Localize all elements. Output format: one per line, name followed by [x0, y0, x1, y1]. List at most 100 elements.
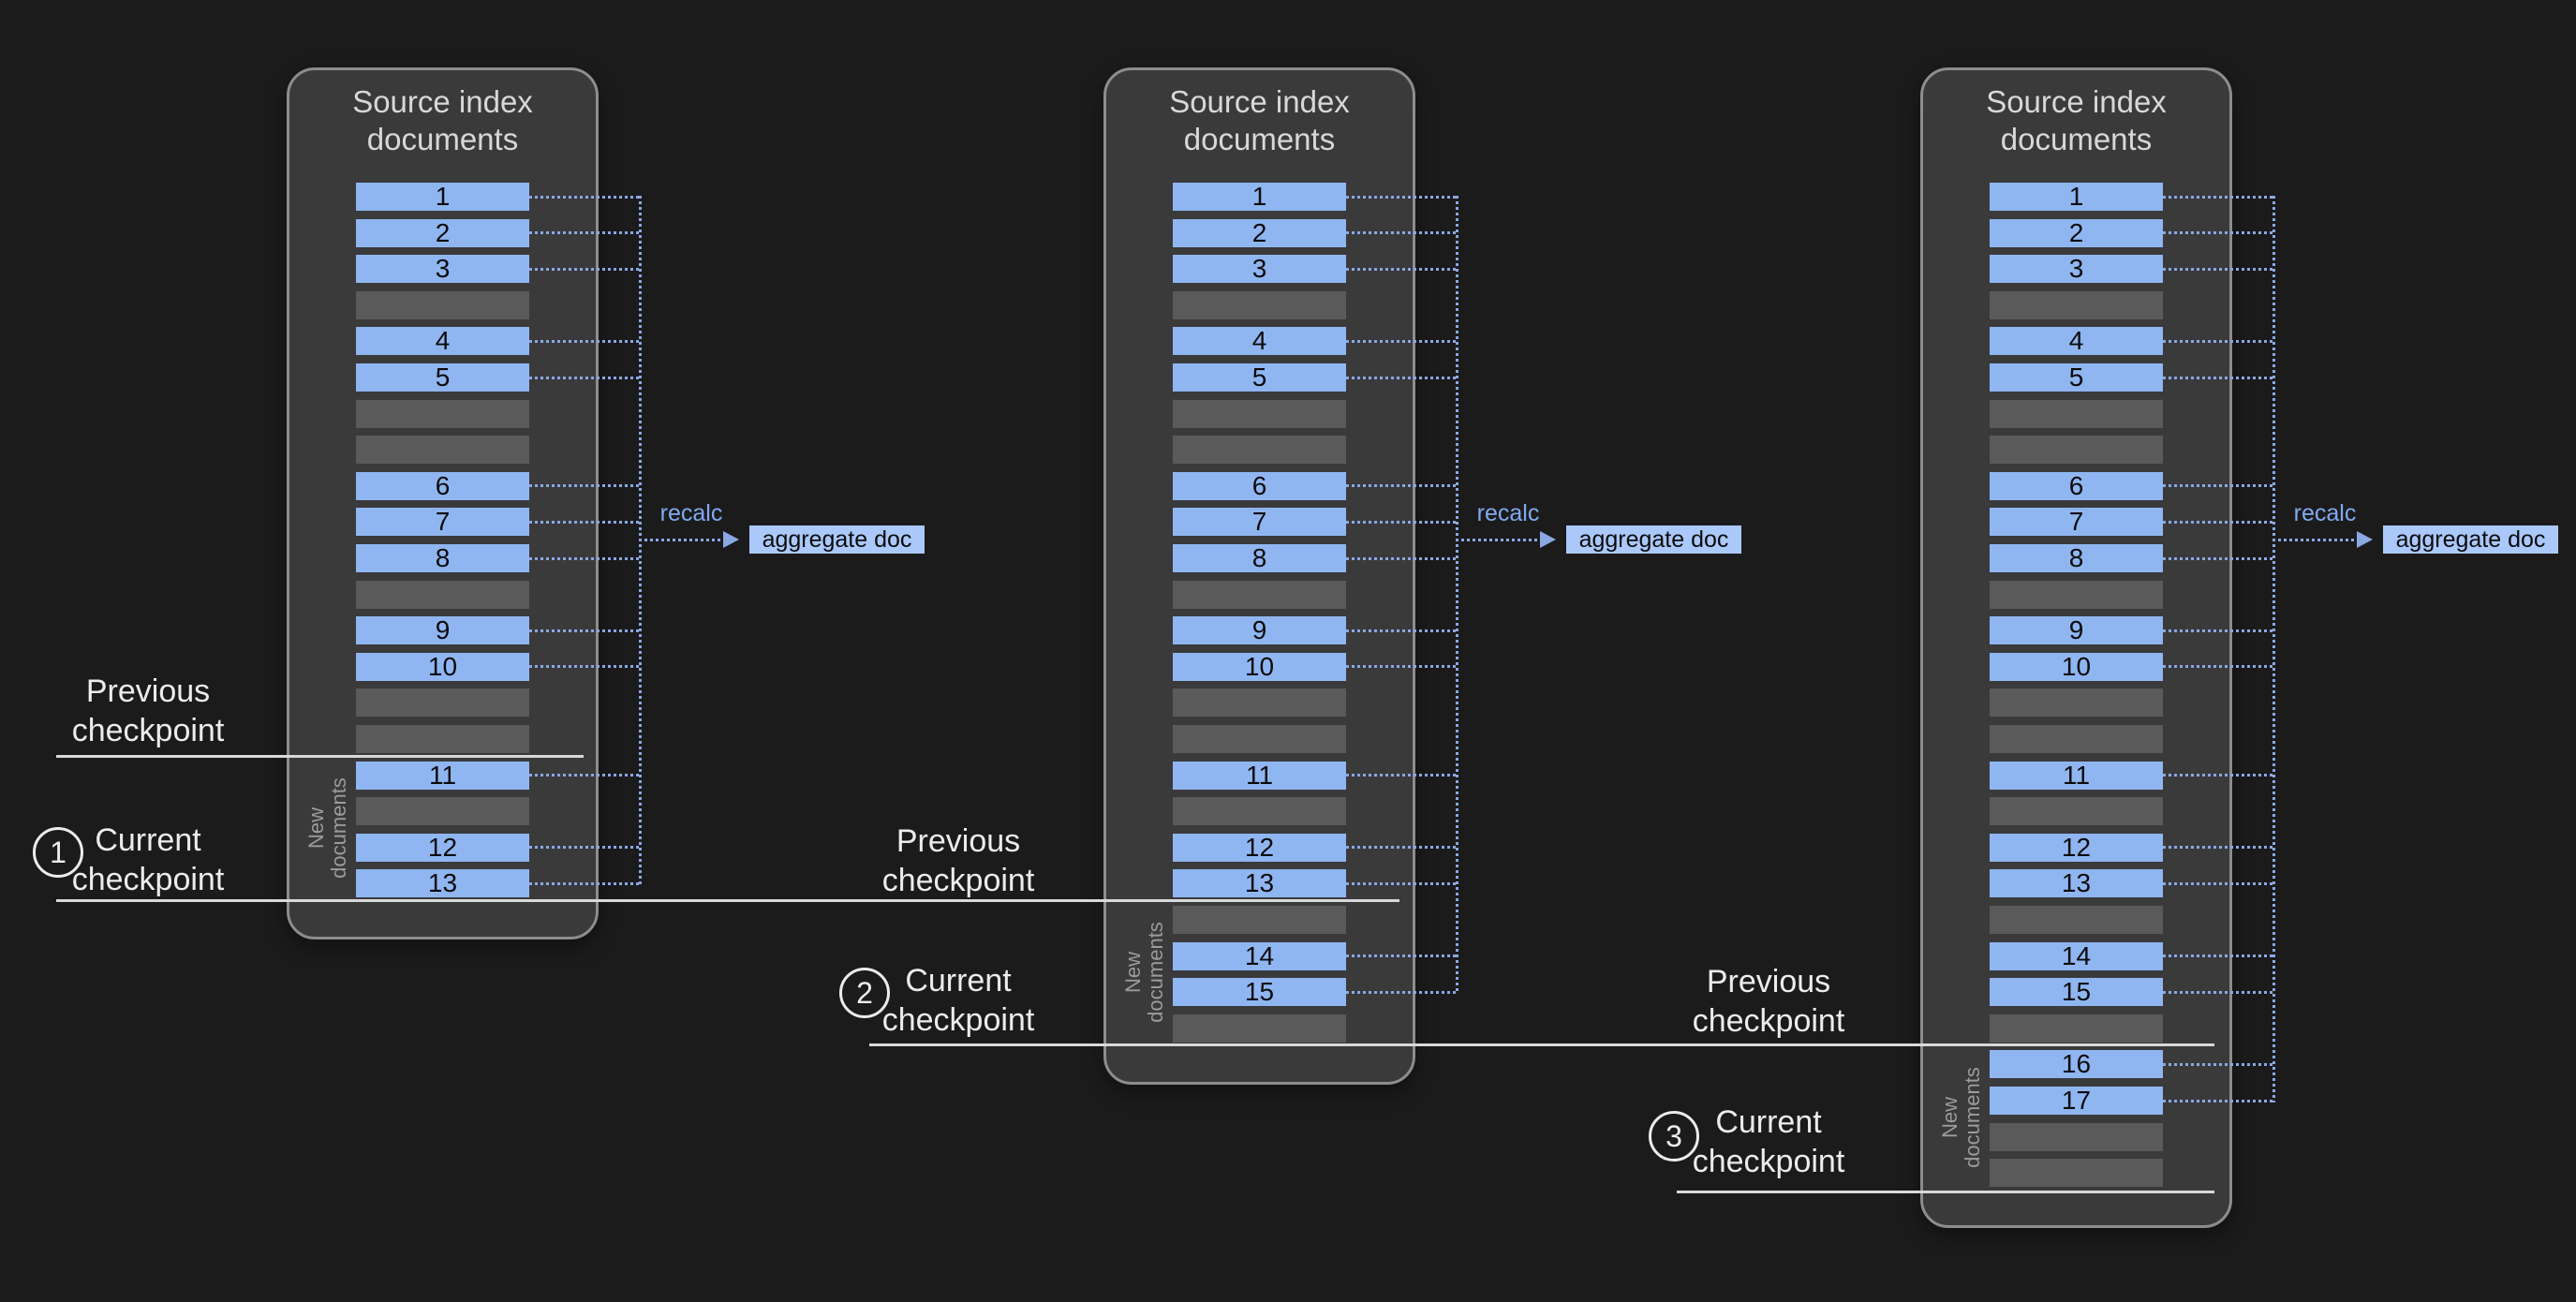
previous-checkpoint-label-line: checkpoint	[1692, 1003, 1845, 1039]
document-connector-line	[2163, 231, 2273, 235]
document-row: 11	[1173, 761, 1346, 790]
document-connector-line	[1346, 846, 1456, 850]
document-connector-line	[1346, 267, 1456, 271]
empty-row	[1173, 688, 1346, 718]
empty-row	[1990, 906, 2163, 934]
empty-row	[1990, 725, 2163, 753]
document-row: 11	[1990, 761, 2163, 790]
current-checkpoint-label-line: Current	[95, 822, 201, 858]
empty-row	[1990, 399, 2163, 428]
previous-checkpoint-label-line: checkpoint	[71, 713, 225, 748]
document-connector-line	[2163, 1099, 2273, 1102]
document-row: 3	[1173, 255, 1346, 284]
document-row: 7	[356, 508, 529, 537]
panel-title-line: documents	[1183, 122, 1336, 156]
document-row: 8	[1990, 544, 2163, 572]
document-row: 5	[356, 363, 529, 392]
document-row: 4	[356, 327, 529, 356]
empty-row	[1173, 399, 1346, 428]
document-connector-line	[2163, 484, 2273, 488]
document-row: 5	[1173, 363, 1346, 392]
document-connector-line	[529, 376, 639, 379]
new-documents-label-line: documents	[1961, 1067, 1984, 1168]
empty-row	[1173, 580, 1346, 609]
checkpoint-line	[56, 899, 1399, 902]
document-row: 1	[1990, 183, 2163, 211]
document-row: 13	[356, 869, 529, 898]
connector-bracket	[2273, 195, 2275, 1102]
document-row: 2	[1990, 218, 2163, 247]
document-connector-line	[529, 195, 639, 199]
document-connector-line	[1346, 954, 1456, 958]
document-row: 3	[1990, 255, 2163, 284]
document-row: 2	[1173, 218, 1346, 247]
new-documents-label-line: New	[1121, 952, 1145, 994]
document-connector-line	[2163, 339, 2273, 343]
panel-title-line: Source index	[352, 84, 533, 119]
previous-checkpoint-label-line: Previous	[896, 823, 1021, 859]
document-connector-line	[1346, 484, 1456, 488]
document-connector-line	[1346, 629, 1456, 632]
document-connector-line	[529, 520, 639, 524]
new-documents-label-line: documents	[327, 777, 350, 879]
empty-row	[356, 436, 529, 465]
document-connector-line	[529, 629, 639, 632]
document-connector-line	[2163, 1062, 2273, 1066]
document-row: 11	[356, 761, 529, 790]
document-connector-line	[2163, 376, 2273, 379]
document-row: 2	[356, 218, 529, 247]
document-connector-line	[1346, 195, 1456, 199]
empty-row	[356, 580, 529, 609]
document-row: 9	[1173, 616, 1346, 645]
document-row: 5	[1990, 363, 2163, 392]
current-checkpoint-label-line: Current	[1715, 1104, 1822, 1140]
document-connector-line	[1346, 881, 1456, 885]
previous-checkpoint-label-line: Previous	[85, 673, 211, 709]
document-row: 8	[1173, 544, 1346, 572]
checkpoint-line	[1677, 1191, 2214, 1193]
new-documents-label-line: New	[1938, 1097, 1962, 1139]
previous-checkpoint-label: Previous checkpoint	[7, 672, 289, 750]
previous-checkpoint-label-line: Previous	[1706, 964, 1831, 999]
document-row: 13	[1173, 869, 1346, 898]
document-row: 15	[1990, 978, 2163, 1007]
empty-row	[1990, 688, 2163, 718]
document-connector-line	[2163, 881, 2273, 885]
document-row: 10	[1990, 652, 2163, 681]
document-connector-line	[1346, 339, 1456, 343]
recalc-arrow-line	[1456, 538, 1543, 541]
empty-row	[1990, 290, 2163, 319]
checkpoint-number-badge: 3	[1649, 1111, 1699, 1161]
document-connector-line	[529, 339, 639, 343]
document-connector-line	[2163, 629, 2273, 632]
document-connector-line	[2163, 195, 2273, 199]
document-row: 15	[1173, 978, 1346, 1007]
recalc-label: recalc	[659, 500, 723, 526]
document-connector-line	[529, 665, 639, 669]
document-row: 13	[1990, 869, 2163, 898]
document-row: 17	[1990, 1087, 2163, 1115]
document-connector-line	[529, 484, 639, 488]
document-connector-line	[2163, 267, 2273, 271]
document-row: 1	[356, 183, 529, 211]
document-connector-line	[2163, 990, 2273, 994]
document-connector-line	[2163, 665, 2273, 669]
document-row: 9	[1990, 616, 2163, 645]
document-connector-line	[529, 774, 639, 777]
document-row: 10	[356, 652, 529, 681]
document-connector-line	[1346, 520, 1456, 524]
document-connector-line	[529, 846, 639, 850]
new-documents-label-line: New	[304, 807, 328, 850]
empty-row	[1173, 290, 1346, 319]
recalc-arrowhead-icon	[2357, 531, 2373, 548]
empty-row	[1990, 580, 2163, 609]
document-row: 8	[356, 544, 529, 572]
aggregate-doc-box: aggregate doc	[749, 525, 925, 554]
recalc-arrow-line	[639, 538, 726, 541]
document-row: 12	[356, 833, 529, 862]
